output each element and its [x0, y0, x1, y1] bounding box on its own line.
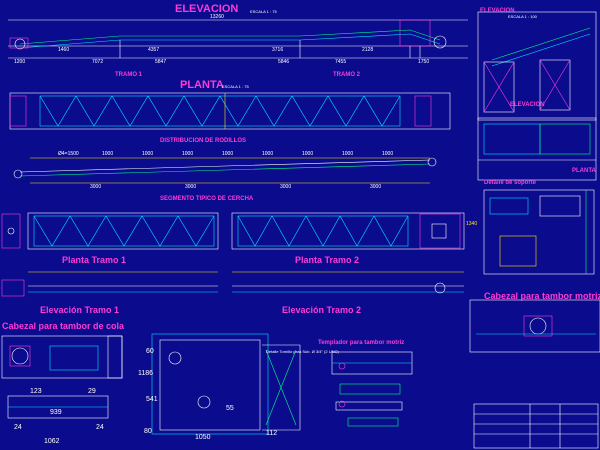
dim-l0: 1200	[14, 59, 26, 65]
right-elevation	[477, 11, 597, 121]
roller-d7: 1000	[342, 151, 354, 157]
right-elevation-2: ELEVACION	[510, 102, 545, 108]
roller-d3: 1000	[182, 151, 194, 157]
bl-dim-3: 24	[14, 424, 22, 431]
right-plan	[477, 117, 597, 181]
truss-title: SEGMENTO TIPICO DE CERCHA	[160, 196, 254, 202]
roller-d1: 1000	[102, 151, 114, 157]
dim-u2: 3716	[272, 47, 284, 53]
roller-title: DISTRIBUCION DE RODILLOS	[160, 138, 247, 144]
truss-plan-2	[231, 212, 465, 250]
elev-tramo-2: Elevación Tramo 2	[282, 305, 362, 315]
tramo-2-label: TRAMO 2	[333, 72, 360, 78]
plate-dim-3: 60	[146, 348, 154, 355]
dim-u0: 1460	[58, 47, 70, 53]
dim-l1: 7072	[92, 59, 104, 65]
bl-dim-0: 123	[30, 388, 42, 395]
plan-view	[9, 92, 451, 130]
roller-b1: 3000	[185, 184, 197, 190]
drive-head	[469, 299, 600, 353]
dim-u3: 2128	[362, 47, 374, 53]
bl-dim-5: 1062	[44, 438, 60, 445]
dim-l3: 5846	[278, 59, 290, 65]
plate-dim-5: 112	[266, 430, 278, 437]
plate-dim-0: 1186	[138, 370, 154, 377]
elev-tramo-1: Elevación Tramo 1	[40, 305, 120, 315]
plate-dim-1: 541	[146, 396, 158, 403]
bl-dim-1: 29	[88, 388, 96, 395]
elevation-scale: ESCALA 1 : 75	[250, 9, 277, 14]
roller-b2: 3000	[280, 184, 292, 190]
truss-elevations	[1, 271, 464, 297]
roller-d5: 1000	[262, 151, 274, 157]
tail-head-title: Cabezal para tambor de cola	[2, 321, 125, 331]
plate-dim-4: 80	[144, 428, 152, 435]
roller-d4: 1000	[222, 151, 234, 157]
bolt-note: Detalle Tornillo para Sub. Ø 3/4" (2 UNC…	[266, 349, 339, 354]
dim-l4: 7455	[335, 59, 347, 65]
overall-dim: 13260	[210, 14, 224, 20]
take-up	[331, 351, 413, 427]
plan-tramo-1: Planta Tramo 1	[62, 255, 127, 265]
roller-distribution	[13, 157, 437, 184]
title-block	[473, 403, 599, 449]
plan-title: PLANTA	[180, 79, 224, 91]
elevation-view	[8, 19, 468, 59]
elevation-title: ELEVACION	[175, 3, 239, 15]
truss-plan-1	[1, 212, 219, 250]
right-scale: ESCALA 1 : 100	[508, 14, 537, 19]
take-up-title: Templador para tambor motriz	[318, 340, 405, 346]
roller-b3: 3000	[370, 184, 382, 190]
truss-side-dim: 1340	[466, 221, 478, 227]
dim-l5: 1750	[418, 59, 430, 65]
plan-scale: ESCALA 1 : 75	[222, 84, 249, 89]
tail-head	[1, 335, 123, 419]
roller-d0: Ø4=1500	[58, 151, 79, 157]
plan-tramo-2: Planta Tramo 2	[295, 255, 360, 265]
base-plate	[151, 333, 301, 435]
support-detail-title: Detalle de soporte	[484, 180, 537, 186]
bl-dim-2: 939	[50, 409, 62, 416]
roller-d2: 1000	[142, 151, 154, 157]
roller-d6: 1000	[302, 151, 314, 157]
drive-head-title: Cabezal para tambor motriz	[484, 291, 600, 301]
tramo-1-label: TRAMO 1	[115, 72, 142, 78]
roller-b0: 3000	[90, 184, 102, 190]
plate-dim-6: 55	[226, 405, 234, 412]
dim-l2: 5847	[155, 59, 167, 65]
dim-u1: 4357	[148, 47, 160, 53]
right-plan-title: PLANTA	[572, 168, 596, 174]
support-detail	[483, 189, 595, 275]
roller-d8: 1000	[382, 151, 394, 157]
bl-dim-4: 24	[96, 424, 104, 431]
right-elevation-title: ELEVACION	[480, 8, 515, 14]
plate-dim-2: 1050	[195, 434, 211, 441]
